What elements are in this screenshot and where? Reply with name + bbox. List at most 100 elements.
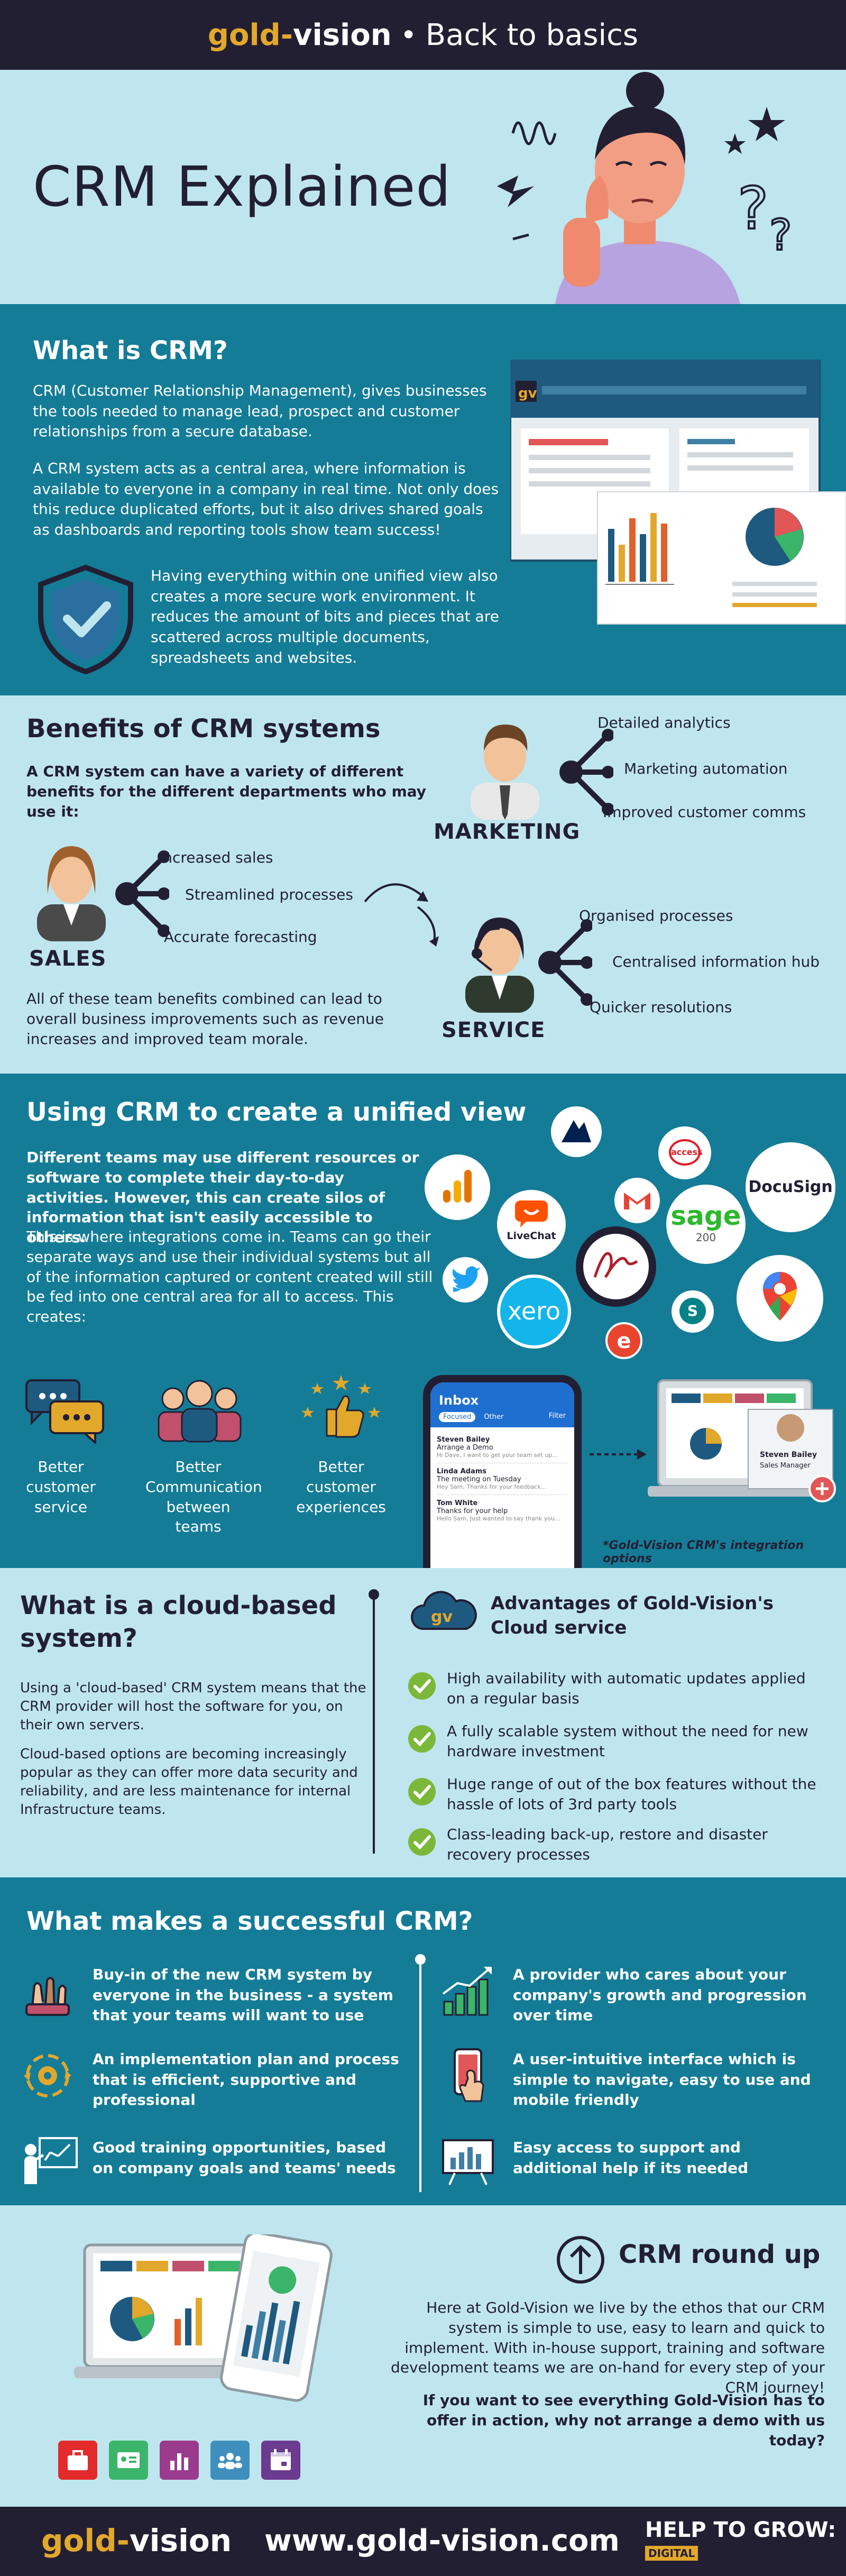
vertical-divider: [373, 1594, 375, 1854]
bar-chart-icon: [160, 2441, 199, 2480]
filter-button[interactable]: Filter: [548, 1412, 566, 1420]
mobile-touch-icon: [454, 2048, 484, 2102]
thumbs-up-stars-icon: [301, 1375, 381, 1438]
marketing-label: MARKETING: [434, 820, 581, 844]
question-mark-icon: ?: [738, 175, 768, 242]
question-mark-icon: ?: [769, 210, 792, 260]
success-divider: [419, 1959, 421, 2192]
unified-view-section: Using CRM to create a unified view Diffe…: [0, 1074, 846, 1568]
success-factor-training: Good training opportunities, based on co…: [93, 2139, 396, 2177]
raised-hands-icon: [25, 1977, 70, 2016]
what-is-crm-section: What is CRM? CRM (Customer Relationship …: [0, 304, 846, 695]
check-circle-icon: [408, 1778, 436, 1805]
svg-text:gv: gv: [518, 386, 537, 401]
success-section: What makes a successful CRM? Buy-in of t…: [0, 1877, 846, 2205]
twitter-icon: [443, 1257, 488, 1303]
feature-better-customer-service: Better customer service: [26, 1458, 96, 1516]
email-e-logo: e: [605, 1322, 642, 1359]
signature-icon: [576, 1226, 656, 1307]
feature-better-communication: Better Communication between teams: [145, 1458, 262, 1536]
footer-banner: gold-vision www.gold-vision.com HELP TO …: [0, 2507, 846, 2576]
sharepoint-logo: S: [672, 1290, 714, 1333]
marketing-person-avatar: [471, 725, 539, 820]
shield-check-icon: [38, 564, 133, 674]
team-people-icon: [158, 1380, 242, 1443]
what-is-crm-paragraph-3: Having everything within one unified vie…: [151, 567, 499, 666]
website-link[interactable]: www.gold-vision.com: [264, 2524, 620, 2558]
check-circle-icon: [408, 1725, 436, 1753]
laptop-crm-mockup: Steven Bailey Sales Manager: [648, 1379, 836, 1502]
support-board-icon: [442, 2139, 494, 2185]
marketing-benefit-1: Detailed analytics: [597, 714, 731, 731]
cloud-heading: What is a cloud-based system?: [20, 1591, 337, 1654]
advantage-2: A fully scalable system without the need…: [447, 1722, 808, 1760]
divider-dot: [369, 1589, 379, 1600]
growth-chart-icon: [442, 1967, 492, 2016]
what-is-crm-heading: What is CRM?: [33, 336, 228, 365]
sales-branch-icon: [115, 850, 169, 937]
squiggle-doodle: [511, 121, 557, 145]
cloud-paragraph-2: Cloud-based options are becoming increas…: [20, 1746, 358, 1818]
success-factor-interface: A user-intuitive interface which is simp…: [513, 2050, 811, 2109]
sales-person-avatar: [37, 846, 106, 941]
cloud-paragraph-1: Using a 'cloud-based' CRM system means t…: [20, 1680, 366, 1734]
email-list-item[interactable]: Steven Bailey Arrange a Demo Hi Dave, I …: [437, 1432, 568, 1463]
email-list-item[interactable]: Tom White Thanks for your help Hello Sam…: [437, 1499, 560, 1522]
roundup-section: CRM round up Here at Gold-Vision we live…: [0, 2205, 846, 2507]
footer-brand-logo: gold-vision: [41, 2523, 232, 2559]
phone-mockup: Inbox Focused Other Filter Steven Bailey…: [423, 1375, 582, 1568]
sales-benefit-3: Accurate forecasting: [164, 928, 317, 946]
crm-dashboard-screenshot: gv: [510, 360, 846, 625]
advantage-3: Huge range of out of the box features wi…: [447, 1775, 816, 1813]
success-factor-buy-in: Buy-in of the new CRM system by everyone…: [93, 1966, 393, 2024]
phone-inbox-header: Inbox Focused Other Filter: [430, 1382, 574, 1427]
tab-other[interactable]: Other: [484, 1413, 504, 1421]
benefits-closing: All of these team benefits combined can …: [26, 990, 384, 1048]
marketing-benefit-3: Improved customer comms: [603, 803, 806, 821]
check-circle-icon: [408, 1672, 436, 1700]
help-to-grow-logo: HELP TO GROW:: [645, 2518, 836, 2542]
chat-bubble-icon: [515, 1200, 548, 1227]
unified-paragraph-1: Different teams may use different resour…: [26, 1149, 419, 1246]
unified-paragraph-2: This is where integrations come in. Team…: [26, 1228, 433, 1326]
service-benefit-3: Quicker resolutions: [590, 998, 732, 1016]
header-separator: •: [401, 21, 416, 49]
app-icon-row: [58, 2441, 300, 2480]
roundup-paragraph-2: If you want to see everything Gold-Visio…: [422, 2391, 825, 2449]
laptop-and-phone-mockup: [74, 2234, 333, 2402]
advantage-4: Class-leading back-up, restore and disas…: [447, 1826, 768, 1863]
help-to-grow-digital-badge: DIGITAL: [645, 2546, 698, 2561]
check-circle-icon: [408, 1828, 436, 1856]
integration-logos-cluster: LiveChat access DocuSign sage 200: [423, 1105, 846, 1370]
success-heading: What makes a successful CRM?: [26, 1906, 473, 1936]
success-factor-support: Easy access to support and additional he…: [513, 2139, 749, 2177]
integration-footnote: *Gold-Vision CRM's integration options: [603, 1539, 804, 1565]
tab-focused[interactable]: Focused: [439, 1412, 476, 1422]
top-banner: gold-vision • Back to basics: [0, 0, 846, 70]
google-analytics-icon: [425, 1154, 490, 1220]
advantages-heading: Advantages of Gold-Vision's Cloud servic…: [491, 1593, 774, 1638]
people-icon: [210, 2441, 250, 2480]
marketing-branch-icon: [559, 729, 613, 815]
success-divider-dot: [415, 1954, 426, 1965]
svg-text:Steven Bailey: Steven Bailey: [760, 1451, 817, 1459]
benefits-heading: Benefits of CRM systems: [26, 714, 381, 744]
gmail-icon: [614, 1178, 660, 1223]
lightning-icon: [497, 176, 534, 207]
success-factor-provider: A provider who cares about your company'…: [513, 1966, 807, 2024]
thinking-woman-illustration: ? ?: [497, 72, 793, 304]
page-title: CRM Explained: [33, 154, 452, 219]
marketing-benefit-2: Marketing automation: [624, 760, 788, 777]
docusign-logo: DocuSign: [746, 1142, 835, 1232]
email-list-item[interactable]: Linda Adams The meeting on Tuesday Hey S…: [437, 1463, 568, 1495]
service-person-avatar: [465, 918, 534, 1013]
roundup-paragraph-1: Here at Gold-Vision we live by the ethos…: [391, 2299, 825, 2397]
dashed-arrow-icon: [590, 1449, 647, 1460]
feature-better-customer-experiences: Better customer experiences: [296, 1458, 386, 1516]
svg-text:gv: gv: [431, 1608, 453, 1626]
process-gear-icon: [24, 2054, 71, 2097]
contact-card-icon: [109, 2441, 148, 2480]
hero-section: CRM Explained ? ?: [0, 70, 846, 304]
service-benefit-2: Centralised information hub: [612, 953, 820, 970]
